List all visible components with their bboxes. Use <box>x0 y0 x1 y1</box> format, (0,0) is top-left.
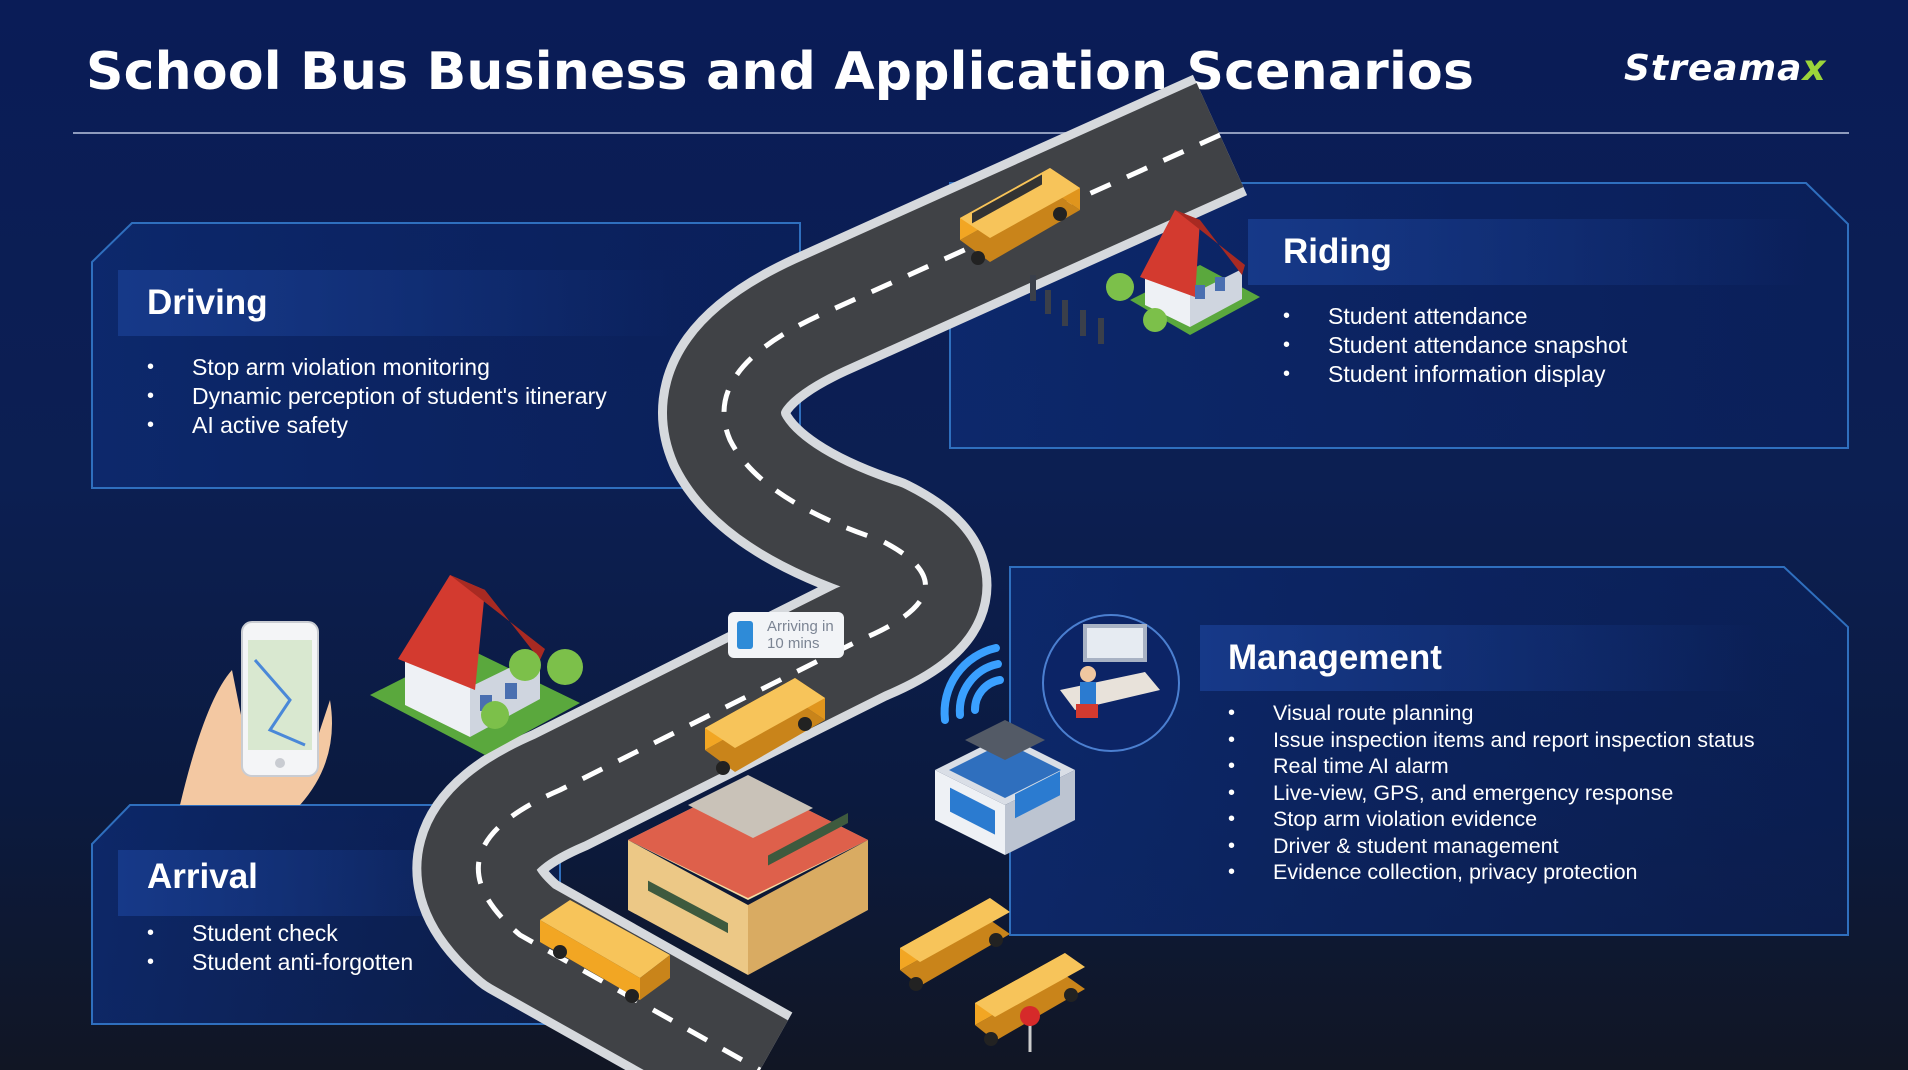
winding-road <box>412 74 1248 1070</box>
house-icon <box>370 575 583 755</box>
list-item: Dynamic perception of student's itinerar… <box>147 382 607 411</box>
list-item: Student attendance snapshot <box>1283 331 1627 360</box>
school-bus-icon <box>960 168 1080 265</box>
house-icon <box>1106 210 1260 335</box>
arrival-notification: Arriving in 10 mins <box>728 612 844 658</box>
school-bus-icon <box>540 900 670 1003</box>
school-building-icon <box>628 775 868 975</box>
riding-content: Riding Student attendance Student attend… <box>1283 232 1627 389</box>
school-bus-icon <box>705 678 825 775</box>
title-divider <box>73 132 1849 134</box>
notification-line-1: Arriving in <box>767 618 834 635</box>
riding-heading: Riding <box>1283 232 1392 271</box>
list-item: AI active safety <box>147 411 607 440</box>
list-item: Visual route planning <box>1228 700 1755 727</box>
arrival-heading: Arrival <box>147 857 258 896</box>
list-item: Real time AI alarm <box>1228 753 1755 780</box>
list-item: Stop arm violation monitoring <box>147 353 607 382</box>
students-icon <box>1030 275 1104 344</box>
list-item: Evidence collection, privacy protection <box>1228 859 1755 886</box>
driving-heading: Driving <box>147 283 268 322</box>
wifi-signal-icon <box>940 644 1004 724</box>
page-title: School Bus Business and Application Scen… <box>86 42 1475 102</box>
list-item: Student attendance <box>1283 302 1627 331</box>
streamax-logo: Streamax <box>1624 48 1827 89</box>
list-item: Live-view, GPS, and emergency response <box>1228 780 1755 807</box>
list-item: Stop arm violation evidence <box>1228 806 1755 833</box>
list-item: Issue inspection items and report inspec… <box>1228 727 1755 754</box>
driving-content: Driving Stop arm violation monitoring Dy… <box>147 283 607 440</box>
management-heading: Management <box>1228 638 1442 677</box>
school-bus-icon <box>900 898 1010 991</box>
management-content: Management Visual route planning Issue i… <box>1228 638 1755 886</box>
operator-desk-icon <box>1042 614 1180 752</box>
control-center-icon <box>935 720 1075 855</box>
arrival-content: Arrival Student check Student anti-forgo… <box>147 857 413 977</box>
stop-sign-icon <box>1020 1006 1040 1052</box>
list-item: Student anti-forgotten <box>147 948 413 977</box>
smartphone-map-icon <box>180 621 332 805</box>
list-item: Student check <box>147 919 413 948</box>
notification-line-2: 10 mins <box>767 635 820 652</box>
list-item: Driver & student management <box>1228 833 1755 860</box>
list-item: Student information display <box>1283 360 1627 389</box>
phone-message-icon <box>737 621 753 649</box>
